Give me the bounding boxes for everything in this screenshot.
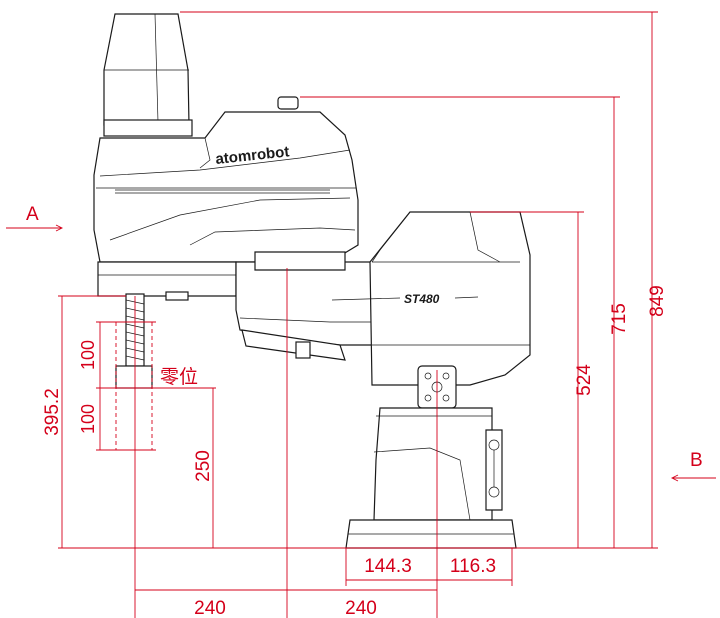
dim-3952: 395.2 (42, 388, 63, 436)
end-flange (115, 365, 153, 389)
cable-clip (295, 341, 311, 359)
dim-250: 250 (193, 450, 214, 482)
dim-240-left: 240 (194, 598, 226, 618)
dim-849: 849 (647, 285, 668, 317)
motor-flange (103, 119, 193, 137)
model-label: ST480 (404, 292, 440, 306)
dim-240-right: 240 (345, 598, 377, 618)
dimension-labels: 849 715 524 395.2 100 100 250 144.3 116.… (26, 204, 703, 618)
bolt-block (165, 291, 189, 301)
dimension-lines (6, 11, 716, 618)
dim-524: 524 (574, 364, 595, 396)
z-motor-housing (103, 13, 190, 126)
view-b-label: B (690, 450, 703, 471)
shoulder-housing (369, 211, 531, 386)
joint-ring (254, 251, 346, 271)
column (373, 407, 493, 521)
arm-lip (241, 329, 346, 361)
zero-position-label: 零位 (160, 366, 198, 388)
dim-100-upper: 100 (78, 340, 98, 370)
dim-1443: 144.3 (364, 556, 412, 577)
view-a-label: A (26, 204, 39, 225)
model-badge: ST480 (331, 292, 479, 306)
joint-cap (277, 96, 299, 110)
dim-1163: 116.3 (450, 556, 496, 577)
second-arm (93, 111, 359, 263)
dim-100-lower: 100 (78, 404, 98, 434)
robot-body: atomrobot ST480 (93, 13, 531, 549)
dim-715: 715 (609, 303, 630, 335)
arm-underside (97, 261, 237, 297)
